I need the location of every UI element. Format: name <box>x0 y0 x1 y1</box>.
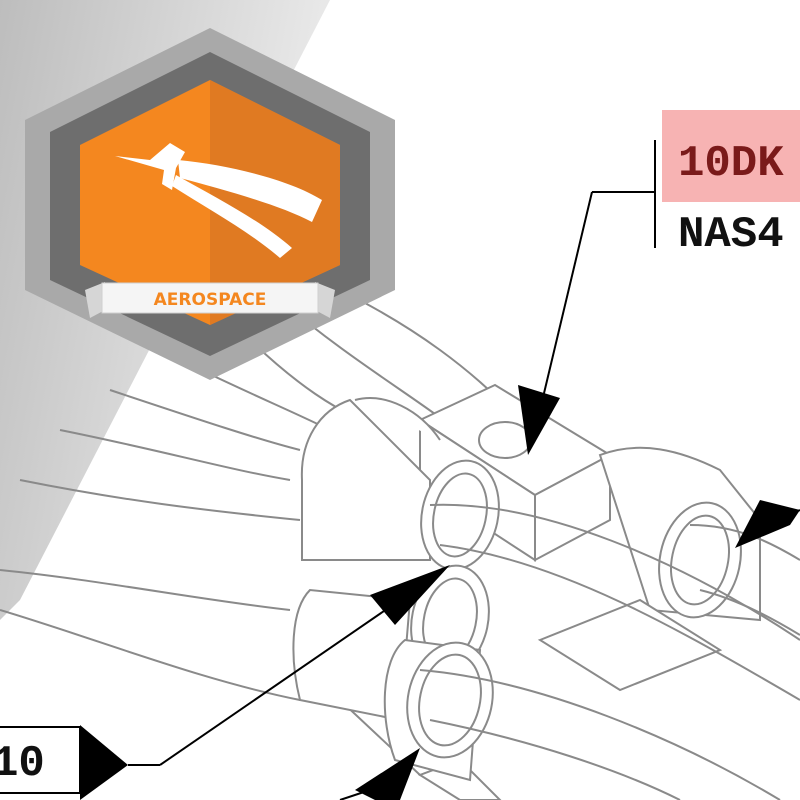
callout-part-number: 10DK <box>678 139 784 189</box>
callout-bottom-left: 10 <box>0 725 160 800</box>
cable-lower <box>419 669 781 800</box>
callout-spec: NAS4 <box>678 210 784 260</box>
callout-highlight <box>662 110 800 202</box>
leader-arrow-top <box>518 191 593 455</box>
leader-arrow-right <box>735 500 800 548</box>
callout-part-number-bottom: 10 <box>0 739 45 789</box>
leader-arrow-lower <box>339 748 420 800</box>
badge-ribbon-tail-right <box>315 282 335 318</box>
lower-center-ferrule <box>383 638 494 782</box>
jet-icon <box>115 143 322 258</box>
badge-ribbon-tail-left <box>85 282 105 318</box>
callout-top-right: 10DK NAS4 <box>592 110 800 260</box>
leader-arrow-bottom <box>159 565 450 766</box>
aerospace-badge: AEROSPACE <box>25 28 395 380</box>
callout-box <box>0 726 81 794</box>
badge-ribbon <box>101 282 319 314</box>
upper-right-ferrule <box>598 446 761 622</box>
callout-pointer <box>80 725 128 800</box>
upper-left-ferrule <box>300 397 500 571</box>
badge-label: AEROSPACE <box>154 290 267 310</box>
